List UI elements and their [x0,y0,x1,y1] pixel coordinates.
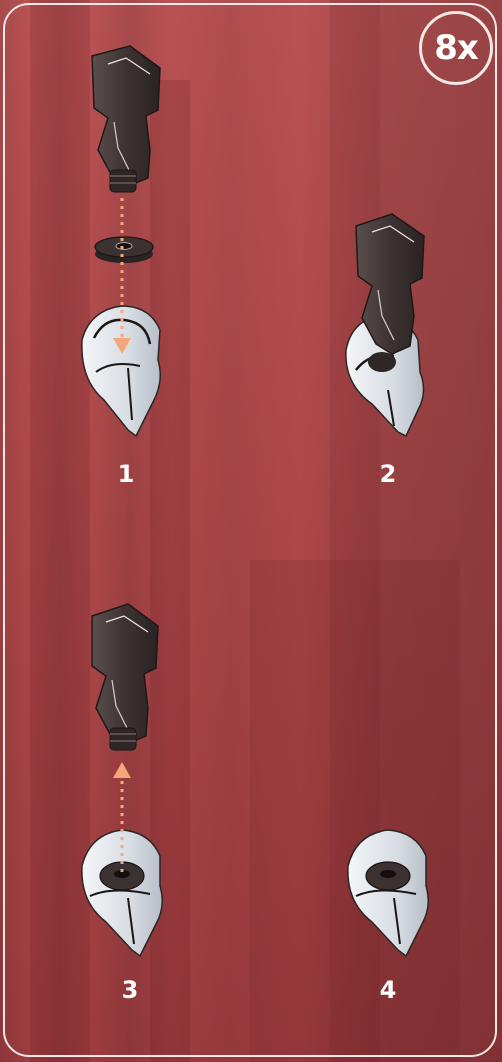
step-3-illustration [82,604,162,956]
step-4-illustration [348,830,428,956]
washer-icon [95,237,153,263]
step-1-number: 1 [106,460,146,488]
step-4-number: 4 [368,976,408,1004]
step-2-illustration [346,214,424,436]
connector-piece-icon [92,46,160,192]
step-2-number: 2 [368,460,408,488]
joint-socket-icon [348,830,428,956]
step-3-number: 3 [110,976,150,1004]
joint-socket-icon [82,306,160,436]
connector-piece-icon [92,604,158,750]
joint-socket-icon [82,830,162,956]
step-1-illustration [82,46,160,436]
